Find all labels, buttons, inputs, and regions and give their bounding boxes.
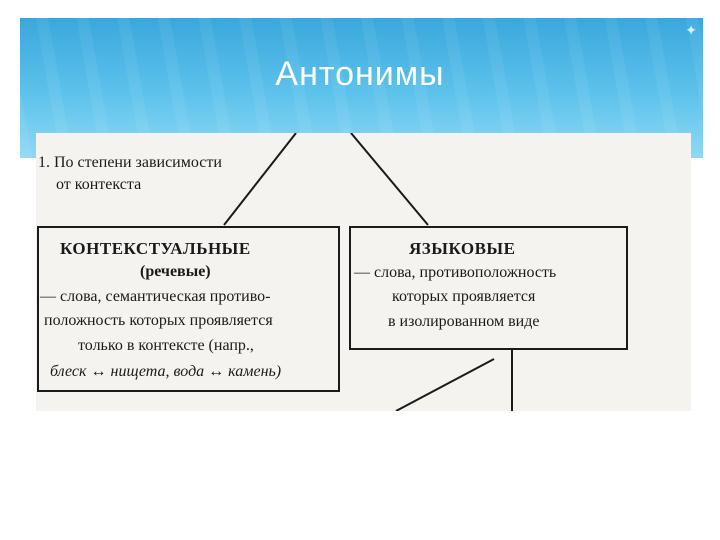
sparkle-icon: ✦: [685, 23, 697, 39]
criterion-line-2: от контекста: [56, 176, 142, 193]
branch-line-lower: [395, 358, 495, 411]
left-box-subheading: (речевые): [140, 263, 211, 280]
left-box-line-4: блеск ↔ нищета, вода ↔ камень): [50, 363, 282, 380]
right-box-heading: ЯЗЫКОВЫЕ: [409, 239, 516, 258]
left-box-line-2: положность которых проявляется: [44, 312, 273, 329]
scanned-diagram: 1. По степени зависимости от контекста К…: [36, 133, 691, 411]
right-box-line-3: в изолированном виде: [388, 313, 540, 330]
left-box-line-1: — слова, семантическая противо-: [40, 288, 271, 305]
left-box-border: [37, 226, 340, 392]
right-box-border: [349, 226, 628, 350]
right-box-line-2: которых проявляется: [392, 288, 536, 305]
branch-line-left: [223, 133, 297, 226]
branch-line-right: [350, 133, 429, 226]
left-box-heading: КОНТЕКСТУАЛЬНЫЕ: [60, 239, 251, 258]
diagram-lines: [37, 133, 628, 411]
criterion-line-1: 1. По степени зависимости: [38, 154, 222, 171]
left-box-line-3: только в контексте (напр.,: [78, 337, 254, 354]
right-box-line-1: — слова, противоположность: [354, 264, 557, 281]
slide-title: Антонимы: [275, 55, 445, 93]
